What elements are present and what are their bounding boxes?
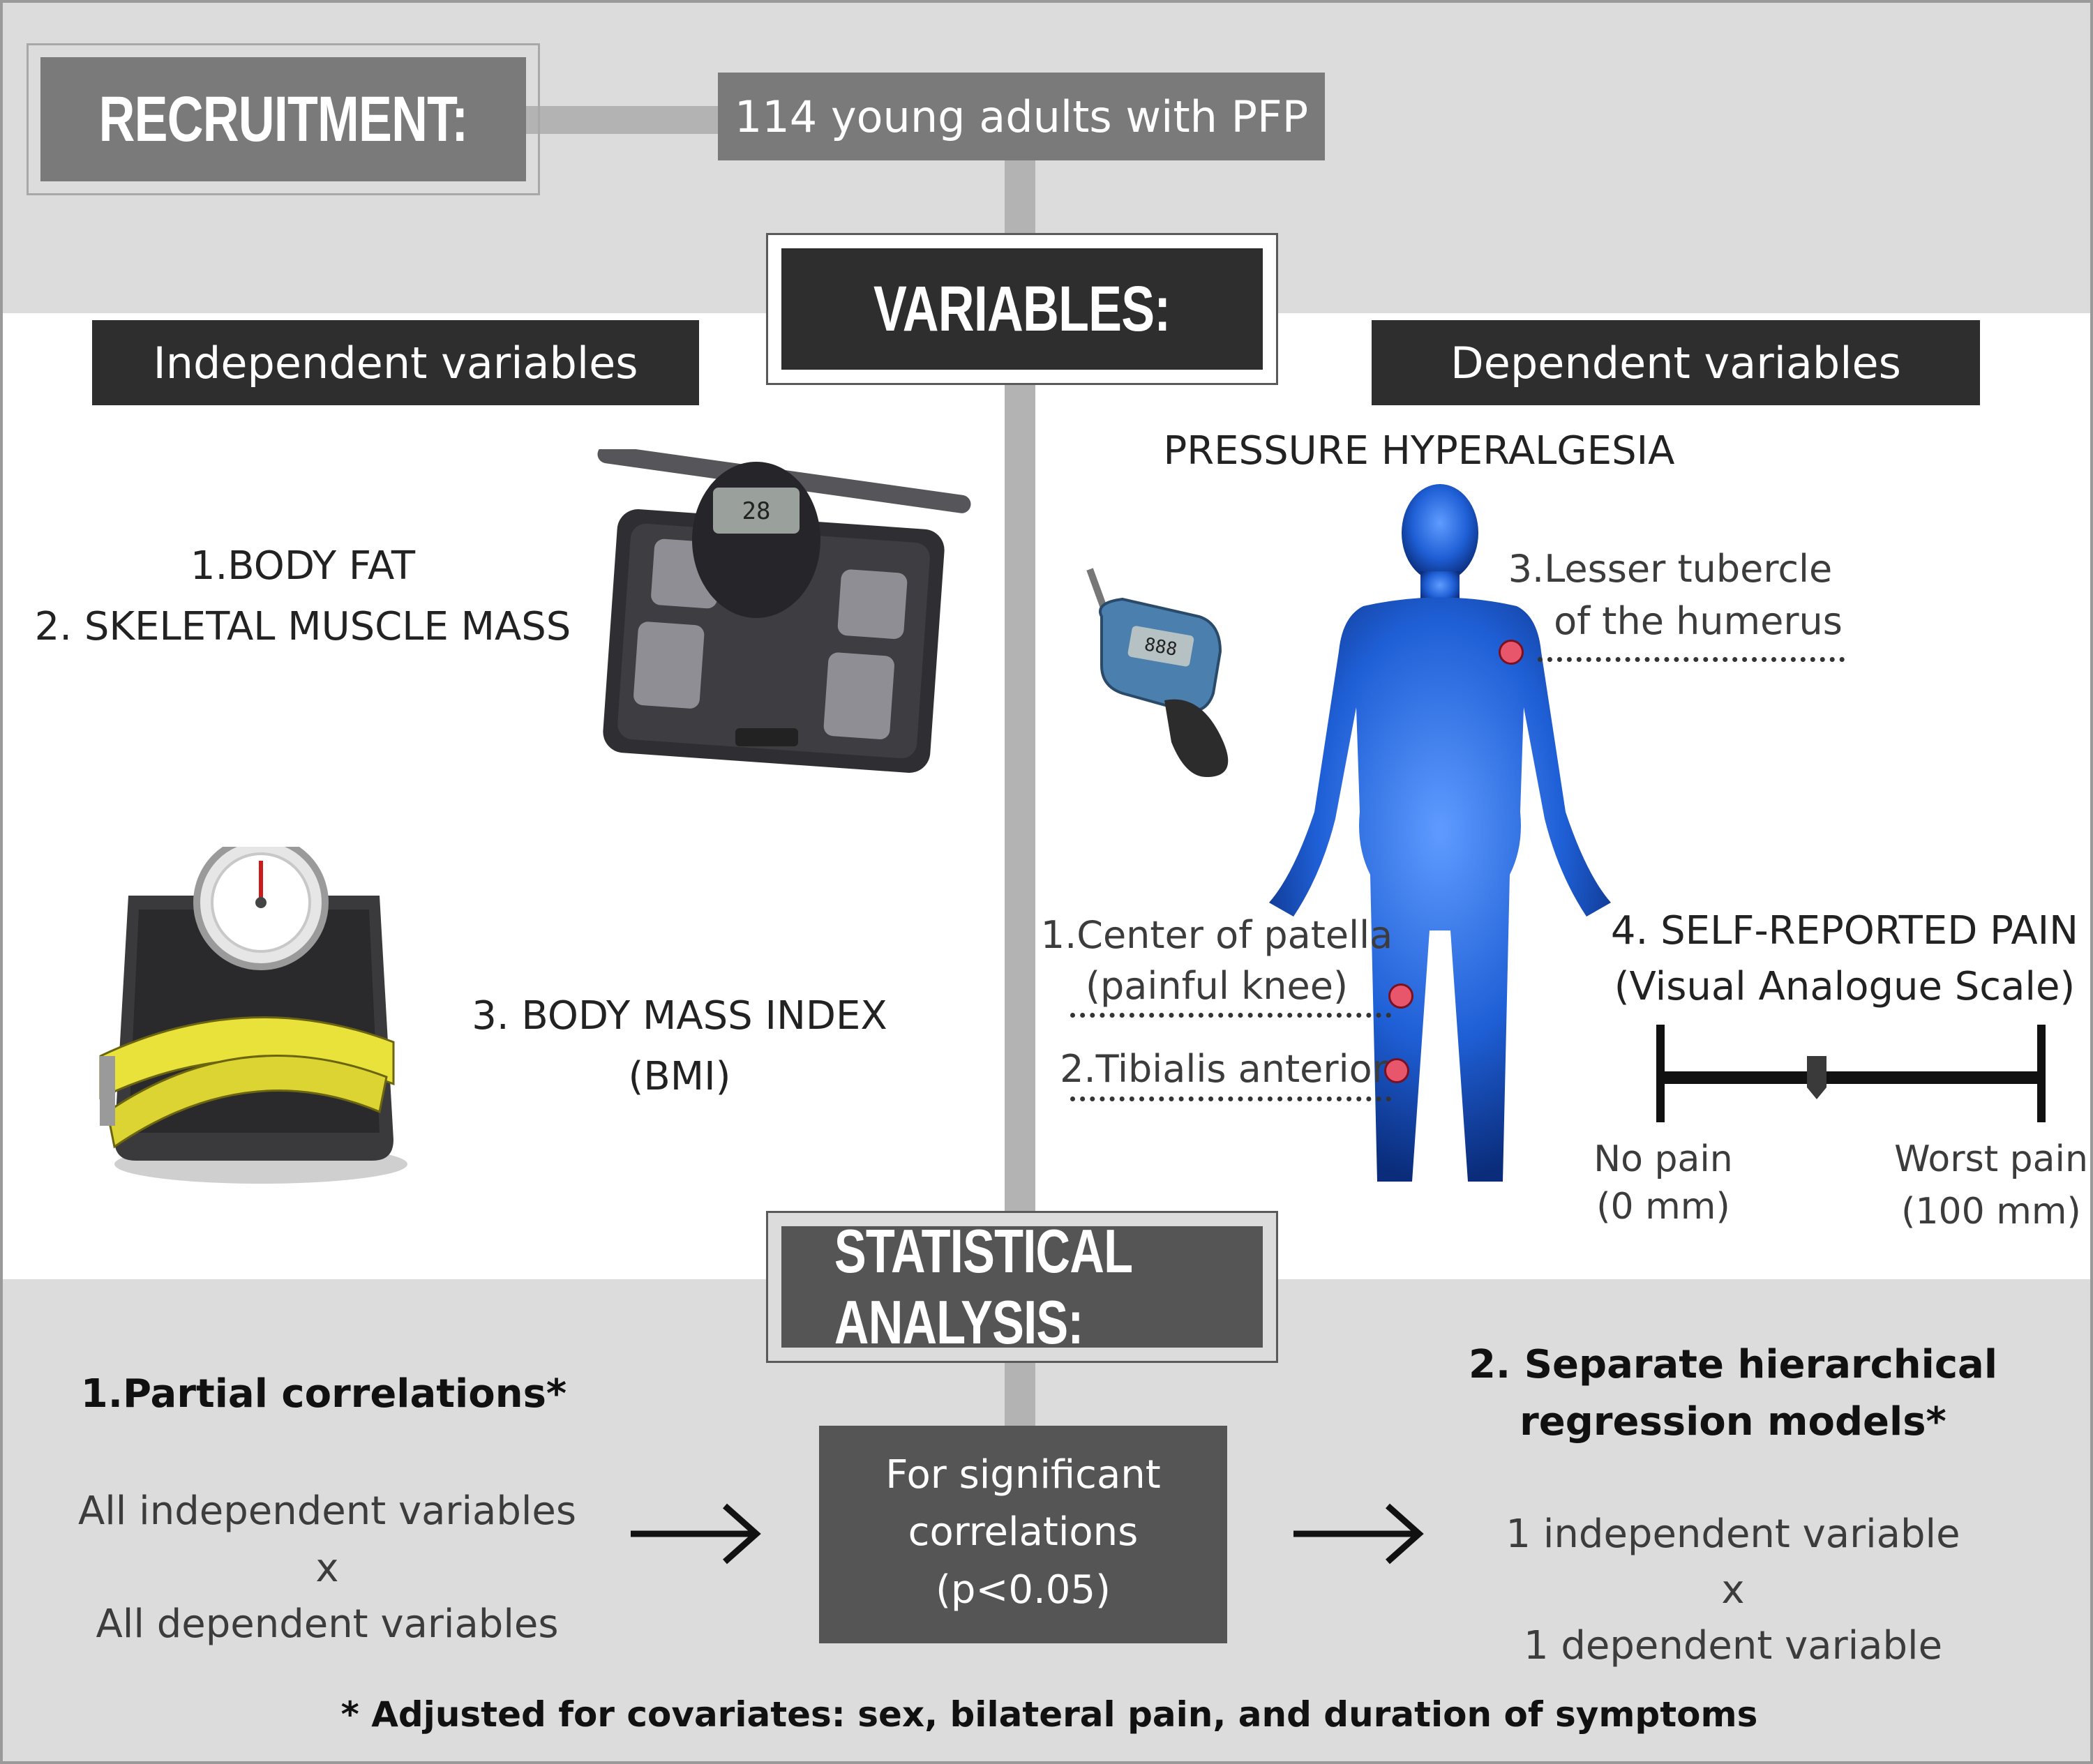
human-body-figure (1269, 484, 1611, 1182)
partial-correlations-title: 1.Partial correlations* (80, 1371, 567, 1417)
step1-line3: All dependent variables (96, 1601, 559, 1647)
analysis-label: STATISTICAL ANALYSIS: (781, 1216, 1263, 1357)
independent-variables-header: Independent variables (92, 320, 699, 405)
arrow-right-icon (631, 1503, 761, 1565)
variables-label: VARIABLES: (781, 248, 1263, 370)
vas-right-tick (2037, 1025, 2046, 1122)
visual-analogue-scale (1656, 1025, 2046, 1122)
site3-label-line1: 3.Lesser tubercle (1508, 547, 1833, 591)
recruitment-label: RECRUITMENT: (40, 57, 526, 181)
significant-correlations-box (819, 1426, 1227, 1643)
dependent-variables-header: Dependent variables (1372, 320, 1980, 405)
participants-box: 114 young adults with PFP (718, 73, 1325, 160)
vas-worst-pain-label: Worst pain (1894, 1138, 2088, 1180)
site1-leader-line (1070, 1013, 1391, 1018)
site3-marker (1499, 640, 1524, 665)
vas-worst-pain-value: (100 mm) (1901, 1191, 2081, 1232)
vas-no-pain-value: (0 mm) (1596, 1186, 1730, 1228)
arrow-right-icon-2 (1293, 1503, 1424, 1565)
bmi-abbrev-label: (BMI) (628, 1054, 731, 1099)
step2-line2: x (1721, 1567, 1745, 1613)
site3-label-line2: of the humerus (1554, 599, 1843, 643)
bmi-label: 3. BODY MASS INDEX (472, 993, 887, 1039)
site2-label: 2.Tibialis anterior (1060, 1047, 1388, 1091)
algometer-icon: 888 (1086, 568, 1229, 777)
hierarchical-regression-title-line1: 2. Separate hierarchical (1468, 1342, 1998, 1387)
bathroom-scale-icon (99, 847, 407, 1184)
covariates-footnote: * Adjusted for covariates: sex, bilatera… (340, 1694, 1758, 1735)
step1-line1: All independent variables (77, 1488, 577, 1534)
vas-slider-marker (1807, 1056, 1826, 1099)
middle-line1: For significant (885, 1452, 1161, 1498)
vas-line (1659, 1071, 2043, 1084)
svg-text:28: 28 (742, 497, 771, 525)
step2-line3: 1 dependent variable (1523, 1623, 1943, 1668)
site1-marker (1388, 983, 1413, 1009)
vas-left-tick (1656, 1025, 1665, 1122)
self-reported-pain-title: 4. SELF-REPORTED PAIN (1610, 908, 2079, 953)
vas-subtitle: (Visual Analogue Scale) (1614, 964, 2076, 1009)
site2-marker (1384, 1058, 1409, 1083)
site2-leader-line (1070, 1096, 1391, 1101)
body-fat-label: 1.BODY FAT (190, 543, 416, 589)
vas-no-pain-label: No pain (1593, 1138, 1733, 1180)
site1-label-line2: (painful knee) (1085, 964, 1349, 1008)
participants-text: 114 young adults with PFP (734, 91, 1309, 142)
step1-line2: x (315, 1546, 339, 1591)
recruitment-connector (523, 106, 732, 134)
middle-line2: correlations (908, 1509, 1139, 1555)
pressure-hyperalgesia-title: PRESSURE HYPERALGESIA (1163, 428, 1675, 474)
skeletal-muscle-mass-label: 2. SKELETAL MUSCLE MASS (34, 604, 571, 649)
site3-leader-line (1538, 657, 1845, 662)
body-composition-scale-icon: 28 (597, 449, 971, 773)
hierarchical-regression-title-line2: regression models* (1520, 1399, 1946, 1445)
step2-line1: 1 independent variable (1506, 1512, 1960, 1557)
recruitment-frame (27, 43, 540, 195)
middle-line3: (p<0.05) (936, 1567, 1111, 1613)
site1-label-line1: 1.Center of patella (1040, 913, 1393, 957)
